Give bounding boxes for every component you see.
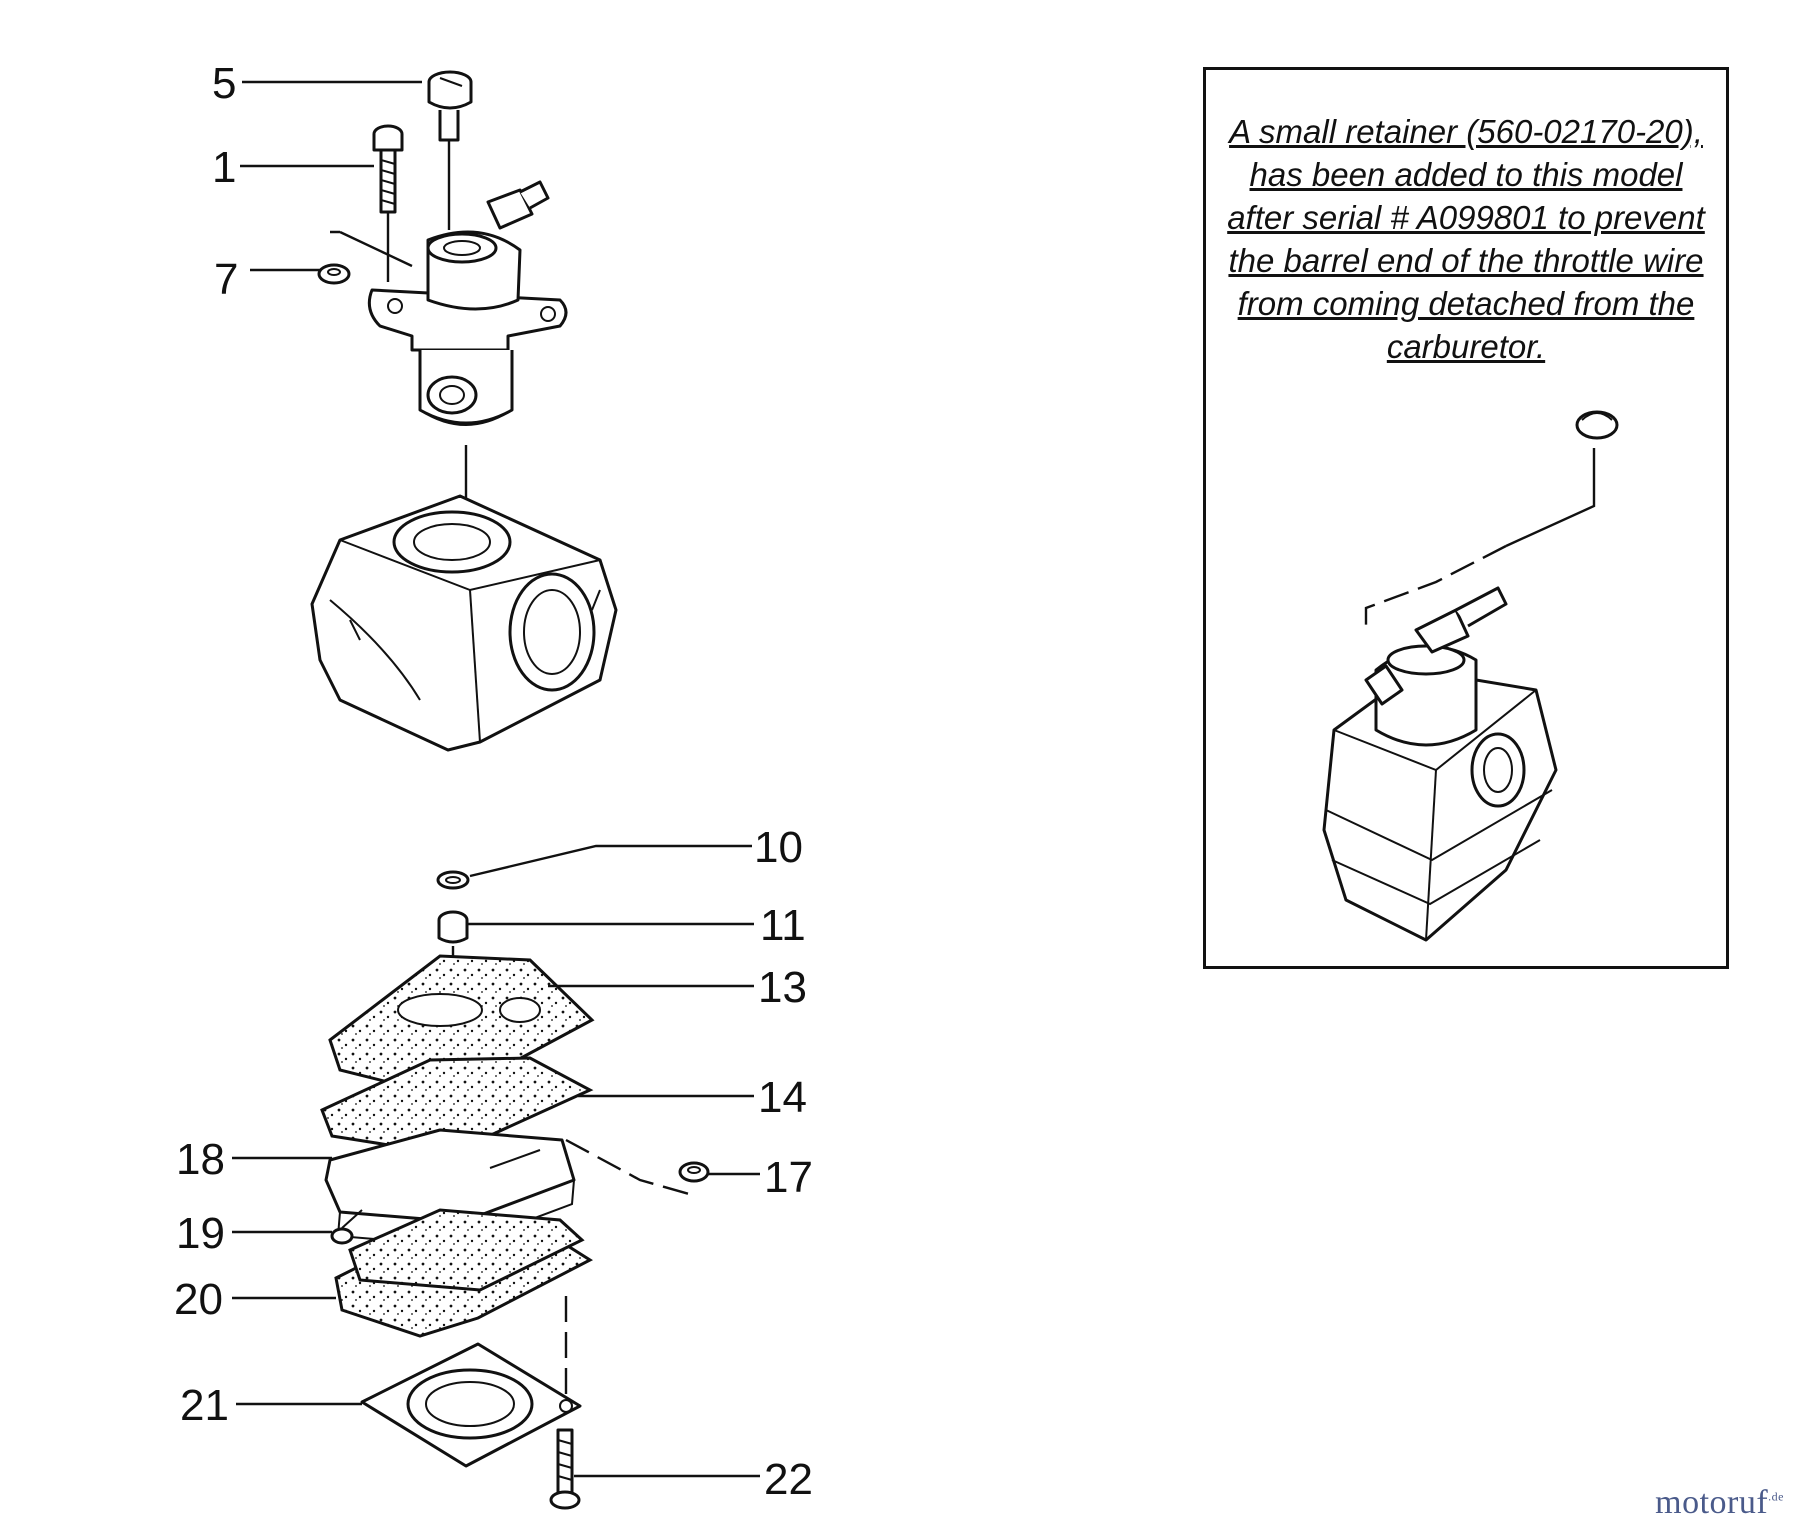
watermark-suffix: .de [1768,1489,1784,1504]
callout-19: 19 [176,1209,225,1258]
part-21-cover [360,1342,582,1468]
inset-carburetor-drawing [1322,410,1619,942]
part-17-nut [678,1161,710,1183]
callout-17: 17 [764,1153,813,1202]
part-7-nut [317,263,351,285]
callout-1: 1 [212,143,236,192]
throttle-cap-assembly [367,180,568,426]
callout-20: 20 [174,1275,223,1324]
callout-14: 14 [758,1073,807,1122]
connector-7 [330,230,413,268]
part-13-gasket [328,954,595,1092]
inset-connector-dashed [1364,544,1507,630]
callout-22: 22 [764,1455,813,1504]
callout-10: 10 [754,823,803,872]
retainer-note-box: A small retainer (560-02170-20), has bee… [1203,67,1729,969]
callout-5: 5 [212,59,236,108]
part-1-bolt [372,124,404,214]
part-11-plug [437,910,469,944]
part-10-o-ring [436,870,470,890]
callout-11: 11 [760,901,806,950]
inset-connector-solid [1505,448,1596,548]
retainer-note-text: A small retainer (560-02170-20), has bee… [1227,113,1705,365]
callout-13: 13 [758,963,807,1012]
inset-carburetor [1322,586,1558,942]
watermark-name: motoruf [1655,1484,1769,1521]
watermark: motoruf.de [1655,1484,1784,1522]
part-14-gasket [320,1056,594,1152]
callout-21: 21 [180,1381,229,1430]
callout-7: 7 [214,255,238,304]
small-retainer-part [1575,410,1619,440]
part-5-cap-screw [427,70,473,142]
carburetor-body [310,494,618,752]
part-22-screw [549,1428,581,1510]
callout-18: 18 [176,1135,225,1184]
part-20-diaphragm [334,1208,594,1338]
leader-10 [469,844,752,878]
part-19-pin [330,1209,363,1245]
connector-17 [565,1138,697,1198]
